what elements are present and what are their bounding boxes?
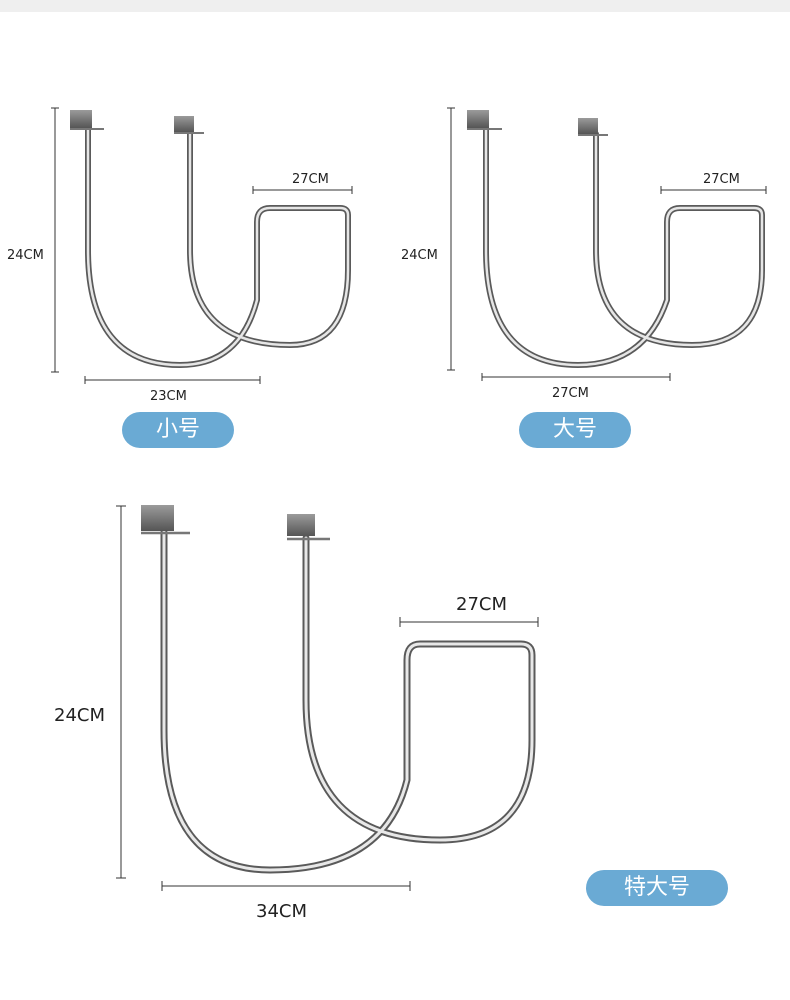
width-label-xlarge: 34CM [256,901,308,922]
mount-plate [578,118,598,134]
size-pill-large: 大号 [519,412,631,448]
mount-plate [287,514,315,536]
dim-lines-small [51,107,353,384]
dim-lines-large [447,107,767,381]
size-pill-xlarge: 特大号 [586,870,728,906]
mount-plate [174,116,194,132]
mount-plate [467,110,489,128]
wire-large [483,127,765,369]
wire-xlarge [160,528,536,874]
loop-label-small: 27CM [292,172,329,187]
hook-small [51,107,353,384]
dim-lines-xlarge [116,505,539,891]
width-label-small: 23CM [150,389,187,404]
wire-small [85,127,351,369]
mount-plate [70,110,92,128]
size-pill-small: 小号 [122,412,234,448]
width-label-large: 27CM [552,386,589,401]
height-label-xlarge: 24CM [54,705,106,726]
height-label-large: 24CM [401,248,438,263]
loop-label-large: 27CM [703,172,740,187]
hook-xlarge [116,505,539,891]
loop-label-xlarge: 27CM [456,594,508,615]
top-strip [0,0,790,12]
mount-plate [141,505,174,531]
hook-large [447,107,767,381]
height-label-small: 24CM [7,248,44,263]
